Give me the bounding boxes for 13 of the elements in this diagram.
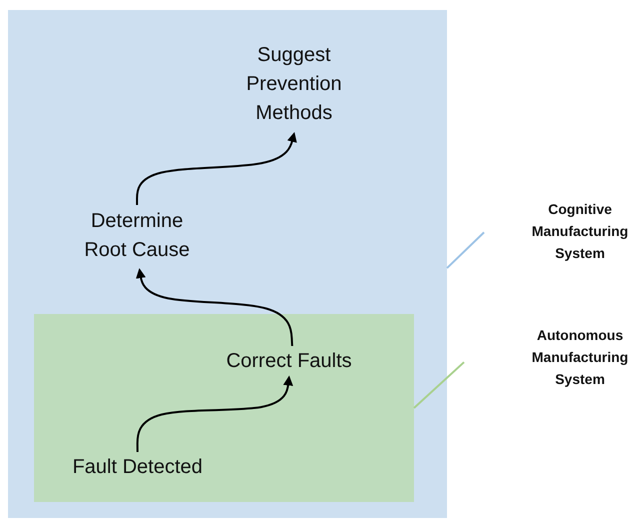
curved-arrow (136, 132, 297, 205)
step-label: Determine Root Cause (83, 209, 191, 263)
system-label: Cognitive Manufacturing System (530, 200, 630, 263)
region-panel (34, 314, 414, 502)
curved-arrow (136, 376, 294, 452)
region-panel (8, 10, 447, 518)
step-label: Correct Faults (226, 348, 352, 374)
system-label: Autonomous Manufacturing System (530, 326, 630, 389)
step-label: Fault Detected (72, 454, 203, 480)
leader-line (446, 232, 485, 269)
leader-line (413, 361, 465, 409)
step-label: Suggest Prevention Methods (245, 42, 343, 126)
curved-arrow (136, 268, 294, 346)
